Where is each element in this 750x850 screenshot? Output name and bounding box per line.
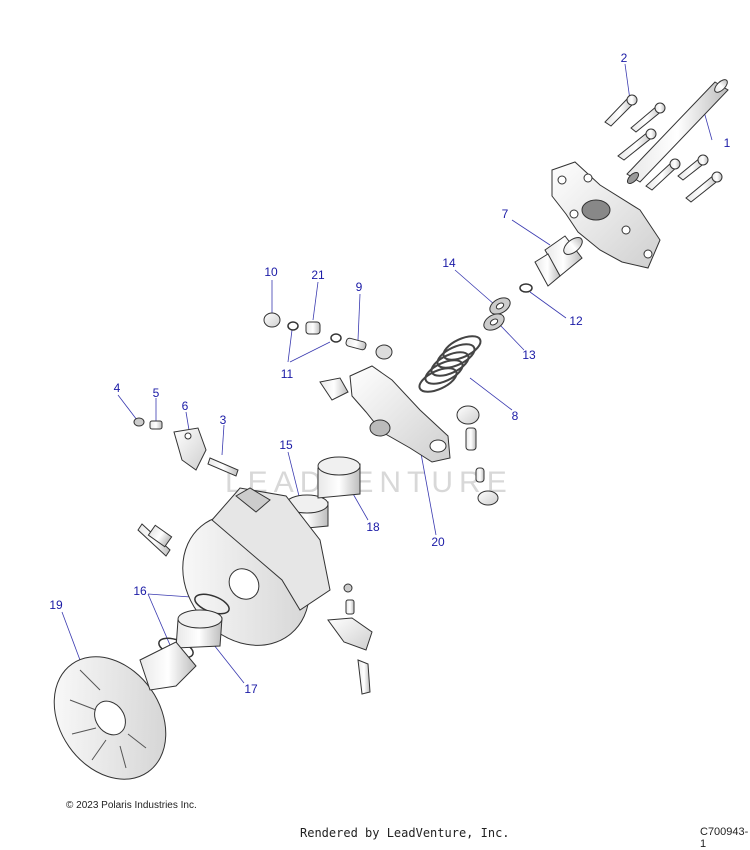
callout-17[interactable]: 17	[244, 682, 258, 696]
part-13-washer	[483, 313, 505, 331]
part-4-nut	[133, 417, 145, 427]
part-19-fixed-sheave	[53, 641, 197, 780]
part-14-washer	[489, 297, 511, 315]
callout-14[interactable]: 14	[442, 256, 456, 270]
part-18-bushing	[317, 456, 361, 499]
small-parts-right	[456, 405, 499, 506]
callout-11[interactable]: 11	[280, 367, 294, 381]
callout-6[interactable]: 6	[181, 399, 189, 413]
callout-3[interactable]: 3	[219, 413, 227, 427]
callout-8[interactable]: 8	[511, 409, 519, 423]
part-6-weight	[173, 427, 207, 471]
copyright-text: © 2023 Polaris Industries Inc.	[66, 800, 197, 811]
callout-20[interactable]: 20	[431, 535, 445, 549]
callout-13[interactable]: 13	[522, 348, 536, 362]
bolt-left	[137, 523, 173, 557]
leader-lines	[61, 63, 713, 684]
callout-9[interactable]: 9	[355, 280, 363, 294]
callout-7[interactable]: 7	[501, 207, 509, 221]
part-9-pin	[345, 337, 367, 351]
part-21-roller	[305, 321, 321, 335]
small-button	[375, 344, 393, 360]
callout-1[interactable]: 1	[723, 136, 731, 150]
callout-16[interactable]: 16	[133, 584, 147, 598]
callout-19[interactable]: 19	[49, 598, 63, 612]
part-7-bushing	[534, 235, 583, 287]
callout-4[interactable]: 4	[113, 381, 121, 395]
part-17-bushing	[175, 609, 223, 649]
small-parts-lower	[327, 583, 373, 695]
diagram-code: C700943-1	[700, 826, 749, 850]
part-2-bolts	[604, 94, 723, 203]
part-20-cam-arm	[319, 365, 451, 463]
callout-10[interactable]: 10	[264, 265, 278, 279]
rendered-by-text: Rendered by LeadVenture, Inc.	[300, 826, 510, 840]
callout-21[interactable]: 21	[311, 268, 325, 282]
callout-5[interactable]: 5	[152, 386, 160, 400]
part-12-o-ring	[519, 283, 533, 293]
part-11-washers	[287, 321, 342, 343]
callout-15[interactable]: 15	[279, 438, 293, 452]
part-10-cap	[263, 312, 281, 328]
part-3-bolt	[207, 457, 239, 477]
part-1-shaft	[626, 79, 729, 185]
part-5-pin	[149, 420, 163, 430]
part-8-spring	[418, 335, 482, 393]
spider-plate	[551, 161, 661, 269]
callout-2[interactable]: 2	[620, 51, 628, 65]
callout-18[interactable]: 18	[366, 520, 380, 534]
callout-12[interactable]: 12	[569, 314, 583, 328]
